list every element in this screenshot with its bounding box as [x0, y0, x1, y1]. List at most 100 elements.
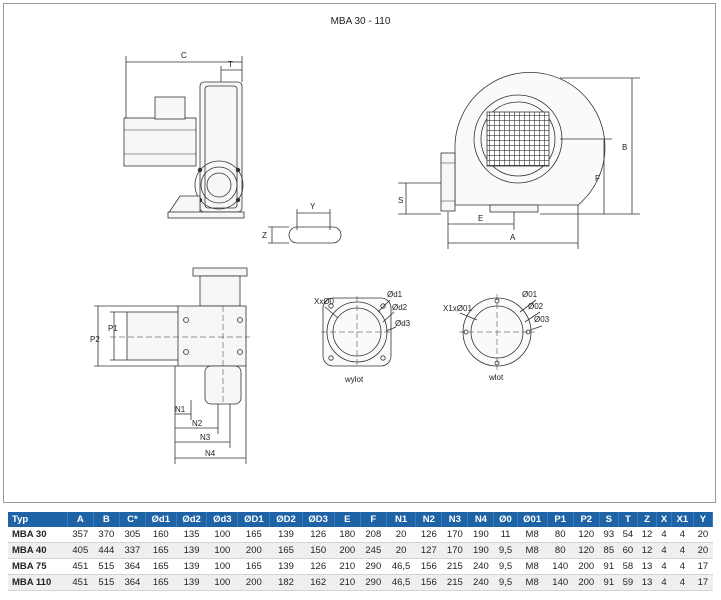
table-cell: M8 [517, 542, 548, 559]
model-name-cell: MBA 75 [8, 558, 68, 575]
table-cell: 162 [302, 574, 335, 591]
table-cell: 127 [415, 542, 442, 559]
inlet-d2-label: Ø02 [528, 302, 544, 311]
dim-label-e: E [478, 214, 483, 223]
table-cell: 140 [547, 558, 574, 575]
dim-label-p1: P1 [108, 324, 118, 333]
table-cell: 100 [206, 527, 238, 543]
table-cell: 240 [467, 574, 494, 591]
column-header: Ød3 [206, 512, 239, 527]
table-cell: 20 [693, 542, 713, 559]
table-cell: 370 [93, 527, 120, 543]
table-cell: 357 [67, 527, 94, 543]
table-cell: 165 [145, 558, 177, 575]
foot-slot-detail [268, 209, 342, 244]
table-cell: 46,5 [386, 574, 416, 591]
table-cell: 140 [547, 574, 574, 591]
model-name-cell: MBA 110 [8, 574, 68, 591]
table-cell: 515 [93, 558, 120, 575]
table-cell: 4 [656, 574, 672, 591]
table-cell: 4 [656, 527, 672, 543]
dim-label-y: Y [310, 202, 316, 211]
table-cell: 180 [334, 527, 361, 543]
drawing-title: MBA 30 - 110 [330, 16, 391, 27]
inlet-flange-detail [459, 294, 543, 370]
column-header: P1 [547, 512, 574, 527]
table-cell: 17 [693, 558, 713, 575]
table-cell: 139 [269, 558, 303, 575]
dim-label-b: B [622, 143, 627, 152]
table-cell: 208 [360, 527, 387, 543]
column-header: E [334, 512, 361, 527]
table-cell: 165 [237, 558, 270, 575]
column-header: Y [693, 512, 714, 527]
table-cell: 135 [176, 527, 207, 543]
column-header: Z [637, 512, 658, 527]
table-cell: 240 [467, 558, 494, 575]
technical-drawing: C T B F S E A Y Z P1 P2 N1 N2 N3 N4 XxØ0… [90, 51, 640, 464]
column-header: N4 [467, 512, 495, 527]
table-cell: 4 [656, 558, 672, 575]
table-cell: 4 [671, 574, 694, 591]
outlet-flange-detail [321, 296, 397, 368]
outlet-d1-label: Ød1 [387, 290, 403, 299]
column-header: B [93, 512, 120, 527]
table-cell: 20 [386, 527, 416, 543]
table-cell: 200 [573, 558, 600, 575]
table-cell: M8 [517, 574, 548, 591]
table-cell: 190 [467, 527, 494, 543]
dim-label-n2: N2 [192, 419, 203, 428]
table-cell: 290 [360, 574, 387, 591]
inlet-caption: wlot [488, 373, 504, 382]
model-name-cell: MBA 40 [8, 542, 68, 559]
table-cell: 126 [415, 527, 442, 543]
table-cell: 170 [441, 542, 468, 559]
table-cell: 11 [493, 527, 518, 543]
table-cell: 210 [334, 574, 361, 591]
drawing-frame [3, 3, 716, 503]
table-cell: 150 [302, 542, 335, 559]
table-cell: 120 [573, 542, 600, 559]
column-header: Ød2 [176, 512, 208, 527]
table-cell: 80 [547, 542, 574, 559]
table-cell: 100 [206, 574, 238, 591]
table-cell: 451 [67, 558, 94, 575]
column-header: Ø01 [517, 512, 548, 527]
table-cell: 4 [671, 542, 694, 559]
table-cell: 120 [573, 527, 600, 543]
table-cell: 245 [360, 542, 387, 559]
table-cell: 156 [415, 558, 442, 575]
table-cell: 100 [206, 542, 238, 559]
table-cell: 215 [441, 574, 468, 591]
table-cell: 58 [618, 558, 638, 575]
table-cell: 451 [67, 574, 94, 591]
table-cell: 9,5 [493, 542, 518, 559]
table-cell: 54 [618, 527, 638, 543]
inlet-d1-label: Ø01 [522, 290, 538, 299]
column-header: X1 [671, 512, 694, 527]
column-header: Typ [8, 512, 68, 527]
table-cell: 165 [145, 574, 177, 591]
dim-label-n1: N1 [175, 405, 186, 414]
side-view [123, 56, 245, 219]
table-cell: 364 [119, 574, 146, 591]
column-header: N1 [386, 512, 417, 527]
dim-label-c: C [181, 51, 187, 60]
outlet-caption: wylot [344, 375, 364, 384]
table-cell: 46,5 [386, 558, 416, 575]
table-cell: 210 [334, 558, 361, 575]
table-cell: 337 [119, 542, 146, 559]
table-cell: 156 [415, 574, 442, 591]
table-cell: 139 [176, 558, 207, 575]
table-cell: 13 [637, 574, 657, 591]
column-header: Ød1 [145, 512, 177, 527]
table-cell: 4 [671, 558, 694, 575]
table-cell: 60 [618, 542, 638, 559]
column-header: X [656, 512, 672, 527]
column-header: S [599, 512, 619, 527]
